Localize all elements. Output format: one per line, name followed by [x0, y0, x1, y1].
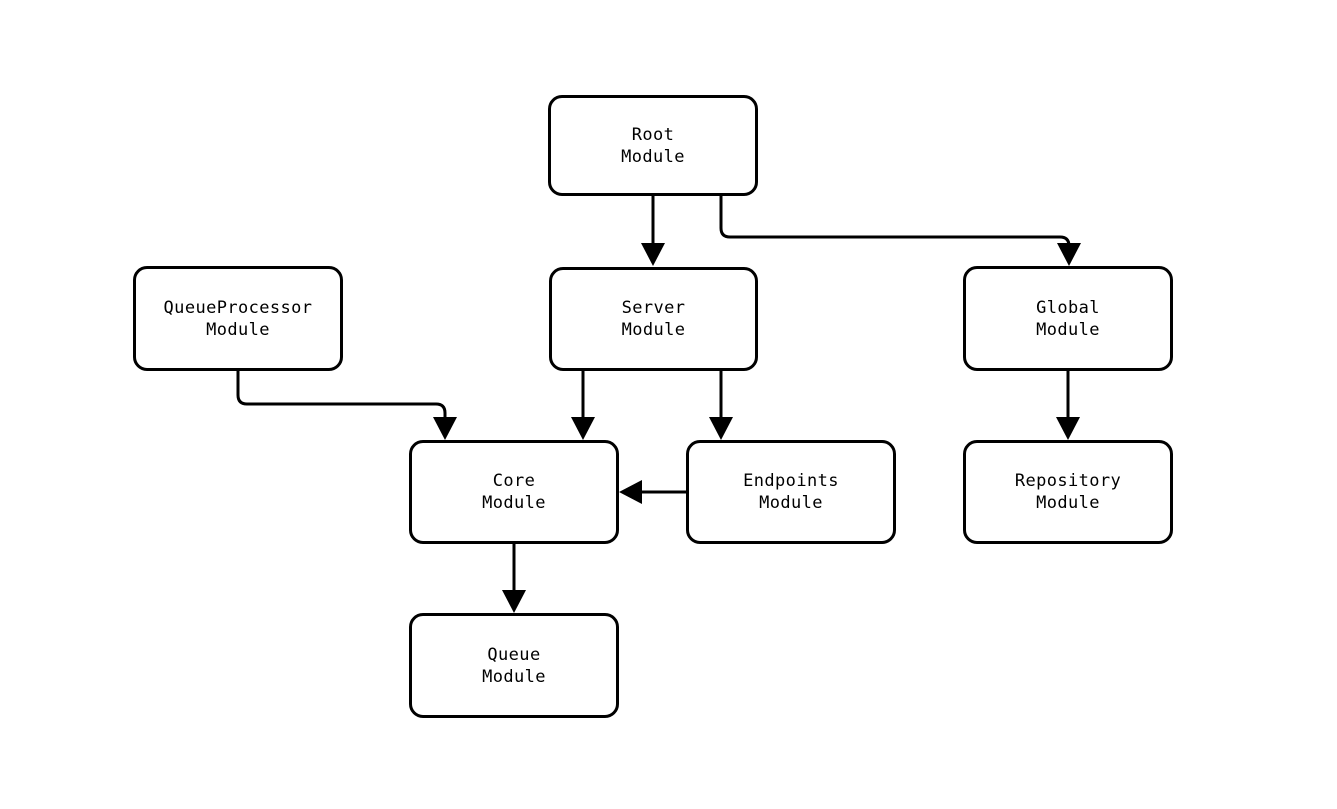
node-queueprocessor-module[interactable]: QueueProcessor Module: [133, 266, 343, 371]
edge-server-to-endpoints: [709, 371, 733, 440]
node-root-module-name: Root: [631, 124, 675, 145]
node-queue-module-name: Queue: [487, 644, 541, 665]
edge-core-to-queue: [502, 544, 526, 613]
node-repository-module-name: Repository: [1014, 471, 1122, 491]
node-global-module[interactable]: Global Module: [963, 266, 1173, 371]
edge-root-to-global: [719, 196, 1081, 266]
node-queueprocessor-module-suffix: Module: [206, 319, 270, 340]
node-repository-module-suffix: Module: [1036, 493, 1100, 513]
node-repository-module[interactable]: Repository Module: [963, 440, 1173, 544]
node-queueprocessor-module-name: QueueProcessor: [163, 297, 313, 318]
edge-global-to-repository: [1056, 371, 1080, 440]
node-queue-module[interactable]: Queue Module: [409, 613, 619, 718]
node-server-module-suffix: Module: [621, 320, 686, 340]
node-core-module-name: Core: [492, 471, 536, 491]
node-server-module-name: Server: [621, 298, 686, 318]
edge-server-to-core: [571, 371, 595, 440]
node-endpoints-module-name: Endpoints: [743, 471, 839, 491]
node-endpoints-module[interactable]: Endpoints Module: [686, 440, 896, 544]
node-server-module[interactable]: Server Module: [549, 267, 758, 371]
node-global-module-name: Global: [1036, 297, 1100, 318]
node-root-module-suffix: Module: [621, 146, 685, 167]
node-root-module[interactable]: Root Module: [548, 95, 758, 196]
edge-root-to-server: [641, 196, 665, 266]
node-queue-module-suffix: Module: [482, 666, 546, 687]
node-core-module[interactable]: Core Module: [409, 440, 619, 544]
node-endpoints-module-suffix: Module: [759, 493, 823, 513]
node-global-module-suffix: Module: [1036, 319, 1100, 340]
edge-endpoints-to-core: [619, 480, 686, 504]
node-core-module-suffix: Module: [482, 493, 546, 513]
edge-queueprocessor-to-core: [236, 371, 457, 440]
